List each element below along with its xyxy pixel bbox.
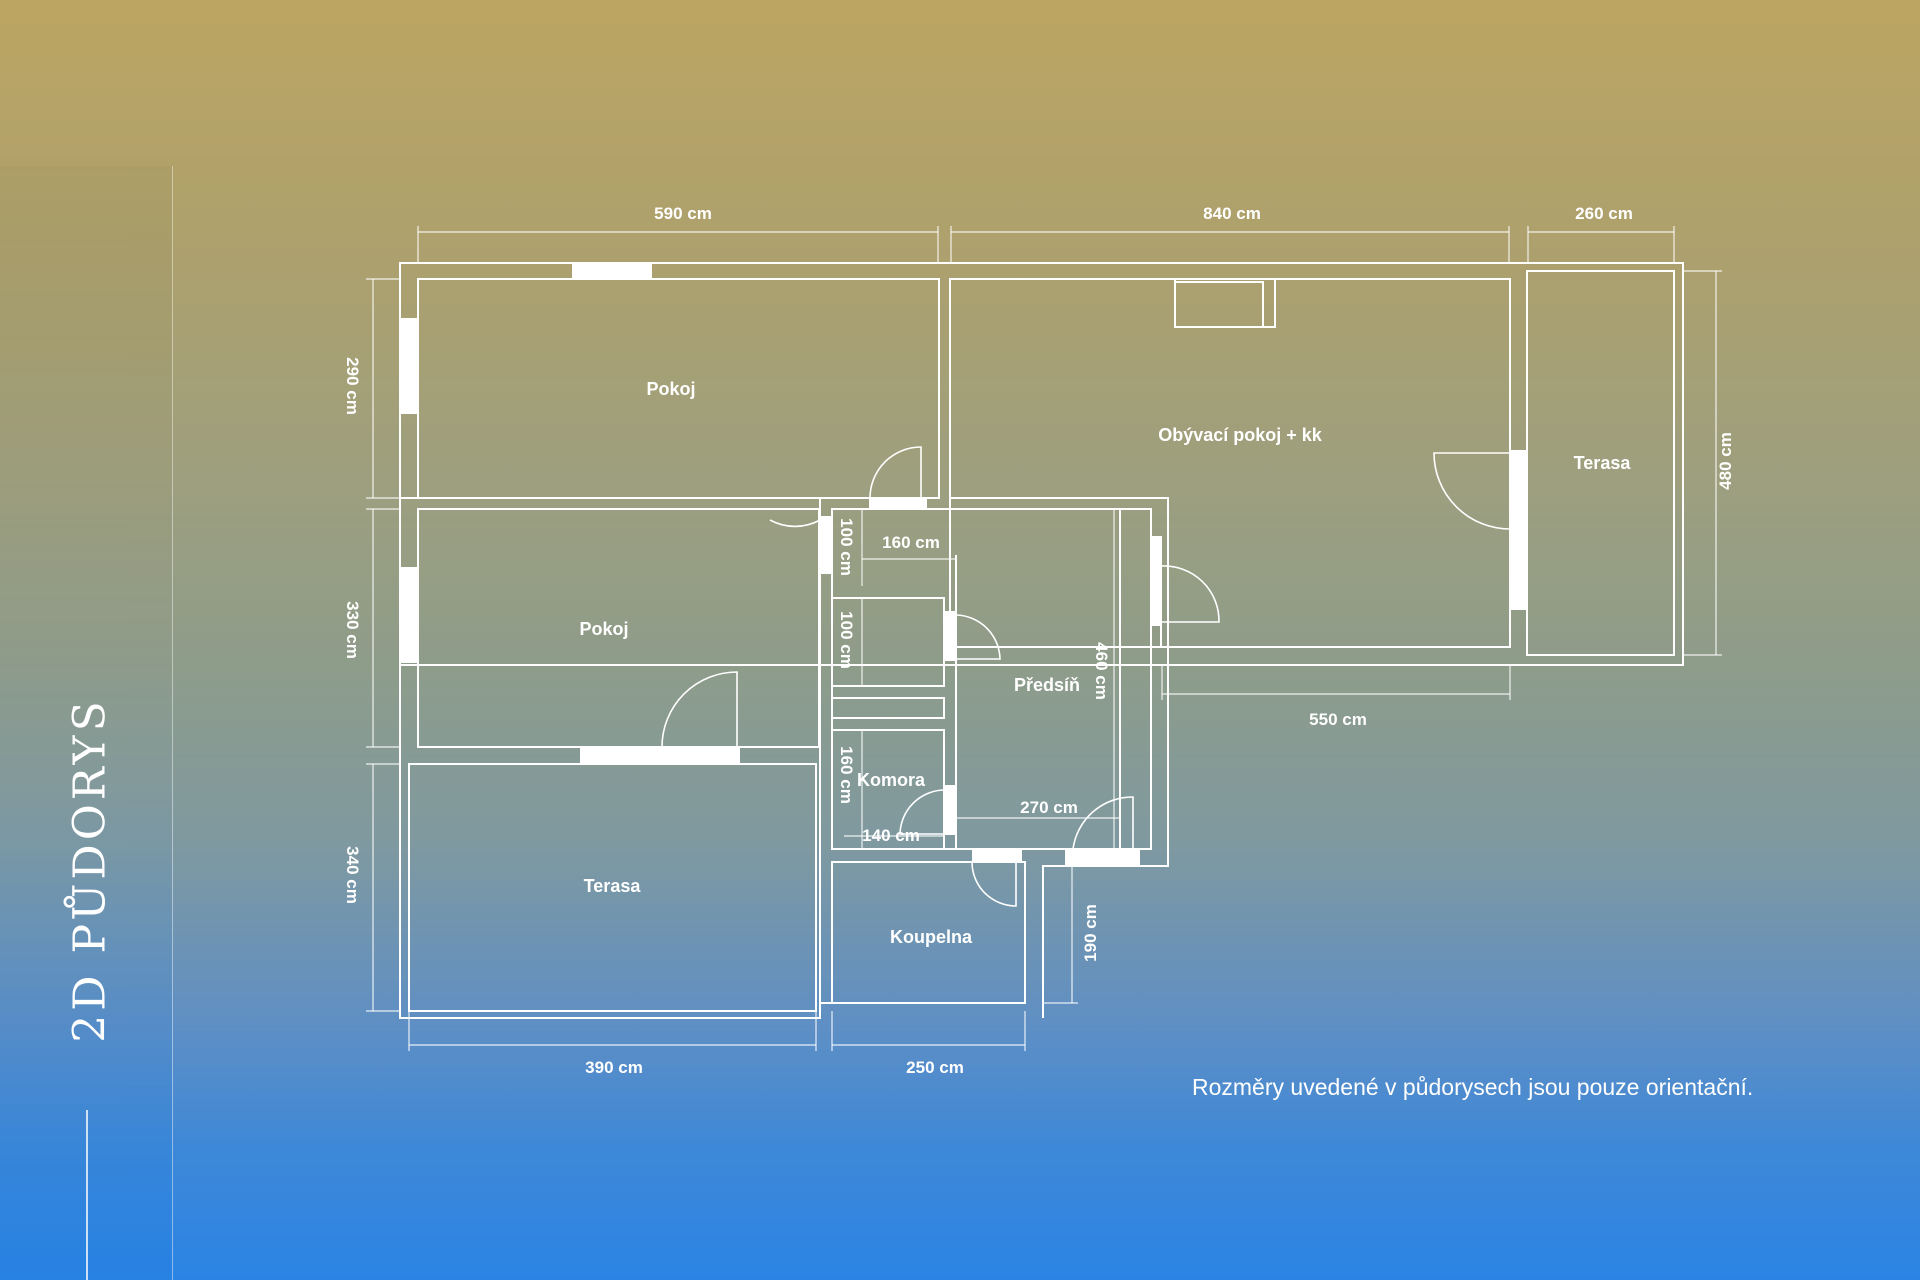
door-living	[1151, 536, 1162, 626]
room-label-terasa-right: Terasa	[1574, 453, 1632, 473]
wall-room-koupelna	[831, 861, 1026, 1004]
window-pokoj-mid-west	[400, 567, 418, 663]
door-terasa-right	[1510, 450, 1527, 610]
disclaimer-text: Rozměry uvedené v půdorysech jsou pouze …	[1192, 1074, 1754, 1100]
wall-corridor-east	[950, 497, 1169, 1018]
dim-label-190: 190 cm	[1081, 904, 1100, 962]
door-entrance	[1065, 849, 1140, 866]
openings	[400, 262, 1527, 866]
dim-label-top-mid: 840 cm	[1203, 204, 1261, 223]
window-pokoj-top	[572, 262, 652, 280]
dim-label-100-b: 100 cm	[837, 611, 856, 669]
dim-label-140: 140 cm	[862, 826, 920, 845]
door-swings	[661, 446, 1511, 907]
wall-closet-strip	[831, 697, 945, 719]
room-label-living: Obývací pokoj + kk	[1158, 425, 1323, 445]
door-pokoj-mid	[820, 516, 832, 574]
door-pokoj-top	[869, 497, 927, 510]
dim-label-270: 270 cm	[1020, 798, 1078, 817]
dim-label-left-mid: 330 cm	[343, 601, 362, 659]
door-swing-entrance	[1072, 796, 1134, 850]
dim-label-bottom-right: 550 cm	[1309, 710, 1367, 729]
dim-label-left-top: 290 cm	[343, 357, 362, 415]
dimension-labels: 590 cm 840 cm 260 cm 550 cm 390 cm 250 c…	[343, 204, 1735, 1077]
door-swing-entry	[1161, 565, 1220, 623]
room-label-predsin: Předsíň	[1014, 675, 1080, 695]
window-pokoj-top-west	[400, 318, 418, 414]
room-label-pokoj-mid: Pokoj	[579, 619, 628, 639]
room-label-komora: Komora	[857, 770, 926, 790]
door-swing-komora	[899, 789, 945, 835]
kitchen-unit	[1174, 281, 1264, 328]
dim-label-top-right: 260 cm	[1575, 204, 1633, 223]
kitchen-niche	[1174, 279, 1276, 328]
dim-label-bottom-mid: 250 cm	[906, 1058, 964, 1077]
wall-left-block	[399, 497, 821, 1019]
side-panel	[0, 166, 173, 1280]
dim-label-160-h: 160 cm	[882, 533, 940, 552]
dim-label-top-left: 590 cm	[654, 204, 712, 223]
door-swing-pokoj-mid	[769, 518, 821, 567]
door-closet-a	[944, 611, 956, 661]
room-label-pokoj-top: Pokoj	[646, 379, 695, 399]
dim-label-right: 480 cm	[1716, 432, 1735, 490]
dimension-lines	[366, 226, 1722, 1051]
wall-outer-upper	[399, 262, 1684, 666]
dim-label-left-bottom: 340 cm	[343, 846, 362, 904]
room-label-koupelna: Koupelna	[890, 927, 973, 947]
room-label-terasa-bottom: Terasa	[584, 876, 642, 896]
door-swing-pokoj-top	[869, 446, 922, 499]
door-komora	[944, 785, 956, 835]
door-swing-closet	[955, 614, 1001, 660]
room-labels: Pokoj Obývací pokoj + kk Terasa Pokoj Př…	[579, 379, 1631, 947]
wall-room-living	[949, 278, 1511, 648]
side-divider-line	[86, 1110, 88, 1280]
door-swing-living	[1433, 452, 1511, 530]
dim-label-460: 460 cm	[1092, 642, 1111, 700]
door-swing-koupelna	[971, 861, 1017, 907]
dim-label-bottom-left: 390 cm	[585, 1058, 643, 1077]
dim-label-100-a: 100 cm	[837, 518, 856, 576]
door-koupelna	[972, 849, 1022, 862]
dim-label-160-v: 160 cm	[837, 746, 856, 804]
walls	[399, 262, 1684, 1019]
door-terasa-bottom	[580, 747, 740, 764]
door-swing-pokoj-mid-south	[661, 671, 738, 748]
